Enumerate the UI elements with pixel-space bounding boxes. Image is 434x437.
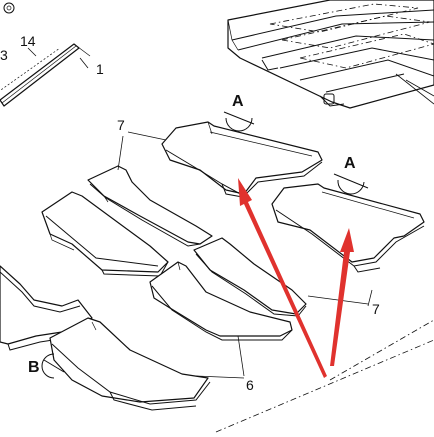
callout-leaders (27, 47, 373, 379)
red-arrow-to-right-tray (330, 228, 354, 366)
callout-part-3: 3 (0, 47, 8, 63)
tray-part-7-right (271, 183, 425, 273)
tray-lower-left (0, 265, 95, 351)
tray-upper-left (41, 191, 169, 277)
view-indicator-a-top (223, 111, 255, 132)
tray-part-6-bottom (49, 317, 211, 411)
strip-part-7-upper (87, 165, 213, 247)
rod-part-1 (0, 43, 91, 107)
callout-part-7-right: 7 (372, 301, 380, 317)
machine-frame-assembly (227, 0, 434, 109)
strip-middle-right (193, 237, 307, 317)
view-label-a-top: A (232, 93, 244, 110)
callout-part-1: 1 (96, 61, 104, 77)
callout-part-6: 6 (246, 377, 254, 393)
view-label-a-right: A (344, 155, 356, 172)
tray-part-6-middle (149, 261, 293, 341)
red-arrow-to-top-tray (238, 178, 327, 378)
view-indicator-a-right (333, 173, 369, 195)
callout-part-7-top: 7 (117, 117, 125, 133)
view-indicator-b (41, 353, 65, 379)
red-arrows (238, 178, 354, 378)
reference-centerlines (215, 319, 434, 433)
view-label-b: B (28, 359, 40, 376)
screw-part-14 (3, 2, 15, 14)
callout-part-14: 14 (20, 33, 36, 49)
